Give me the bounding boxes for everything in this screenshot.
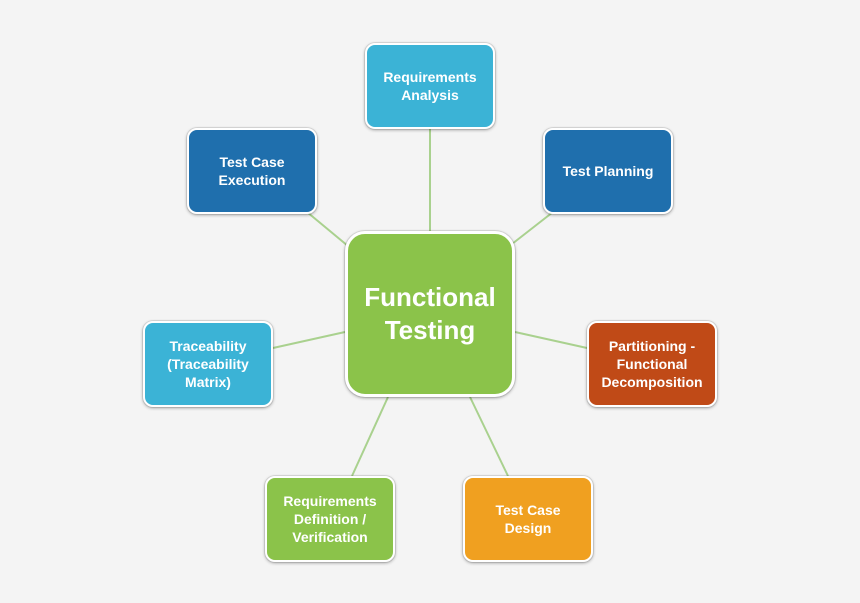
node-test-planning: Test Planning: [543, 128, 673, 214]
node-functional-testing: Functional Testing: [345, 231, 515, 397]
node-requirements-definition: Requirements Definition / Verification: [265, 476, 395, 562]
connector-tc-design: [469, 396, 509, 477]
node-label: Requirements Analysis: [383, 69, 477, 103]
node-label: Test Case Execution: [218, 154, 286, 188]
node-label: Traceability (Traceability Matrix): [167, 338, 249, 390]
node-requirements-analysis: Requirements Analysis: [365, 43, 495, 129]
node-test-case-execution: Test Case Execution: [187, 128, 317, 214]
node-label: Test Case Design: [495, 502, 561, 536]
connector-req-def: [351, 396, 389, 477]
node-label: Test Planning: [562, 163, 654, 179]
connector-test-exec: [306, 211, 349, 247]
node-label: Partitioning - Functional Decomposition: [601, 338, 703, 390]
node-test-case-design: Test Case Design: [463, 476, 593, 562]
connector-traceability: [272, 331, 346, 349]
center-label: Functional Testing: [364, 282, 496, 345]
node-partitioning: Partitioning - Functional Decomposition: [587, 321, 717, 407]
connector-test-planning: [511, 211, 554, 245]
node-label: Requirements Definition / Verification: [283, 493, 377, 545]
node-traceability: Traceability (Traceability Matrix): [143, 321, 273, 407]
connector-partitioning: [514, 331, 588, 349]
